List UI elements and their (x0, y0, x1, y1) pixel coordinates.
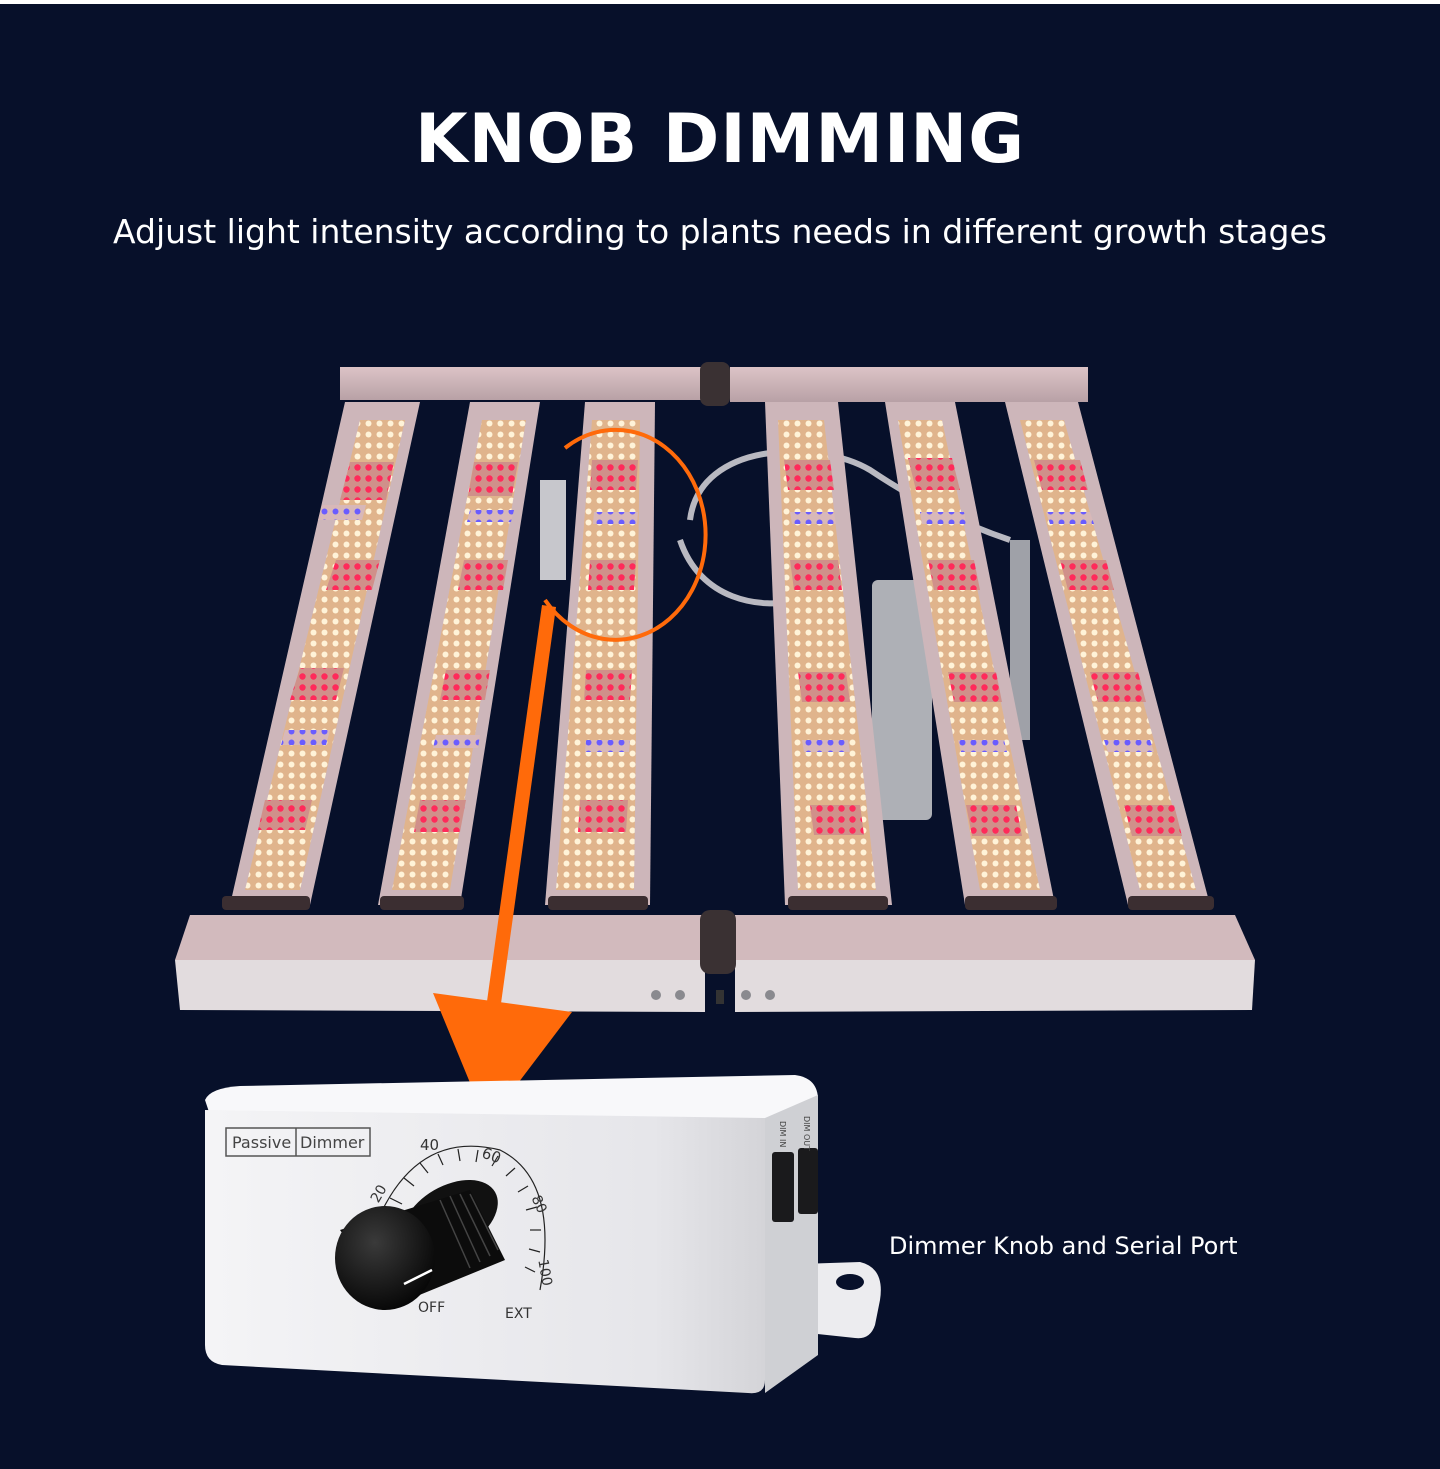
cable-and-driver (540, 448, 1030, 820)
bottom-frame (175, 910, 1255, 1012)
top-border (0, 0, 1440, 4)
dimmer-box (205, 1075, 881, 1394)
dimmer-label-passive: Passive (232, 1133, 291, 1152)
led-bars (222, 402, 1214, 910)
led-bar (222, 402, 420, 910)
led-bar (1005, 402, 1214, 910)
port-label-out: DIM OUT (802, 1116, 811, 1151)
led-bar (885, 402, 1057, 910)
dial-mark-100: 100 (534, 1258, 554, 1287)
led-bar (545, 402, 655, 910)
dial-mark-60: 60 (479, 1144, 503, 1167)
top-frame (340, 362, 1088, 406)
dial-mark-ext: EXT (505, 1306, 532, 1322)
dimmer-knob (335, 1180, 505, 1310)
dial-mark-20: 20 (368, 1182, 391, 1205)
port-label-in: DIM IN (778, 1121, 787, 1147)
callout-arrow (433, 427, 708, 1124)
led-bar (378, 402, 540, 910)
dimmer-caption: Dimmer Knob and Serial Port (889, 1232, 1238, 1260)
page-title: KNOB DIMMING (414, 100, 1026, 179)
dimmer-label-dimmer: Dimmer (300, 1133, 365, 1152)
dial-mark-40: 40 (420, 1136, 439, 1154)
page-subtitle: Adjust light intensity according to plan… (113, 212, 1327, 251)
dial-mark-80: 80 (528, 1193, 550, 1216)
led-bar (765, 402, 892, 910)
dial-mark-off: OFF (418, 1300, 445, 1316)
